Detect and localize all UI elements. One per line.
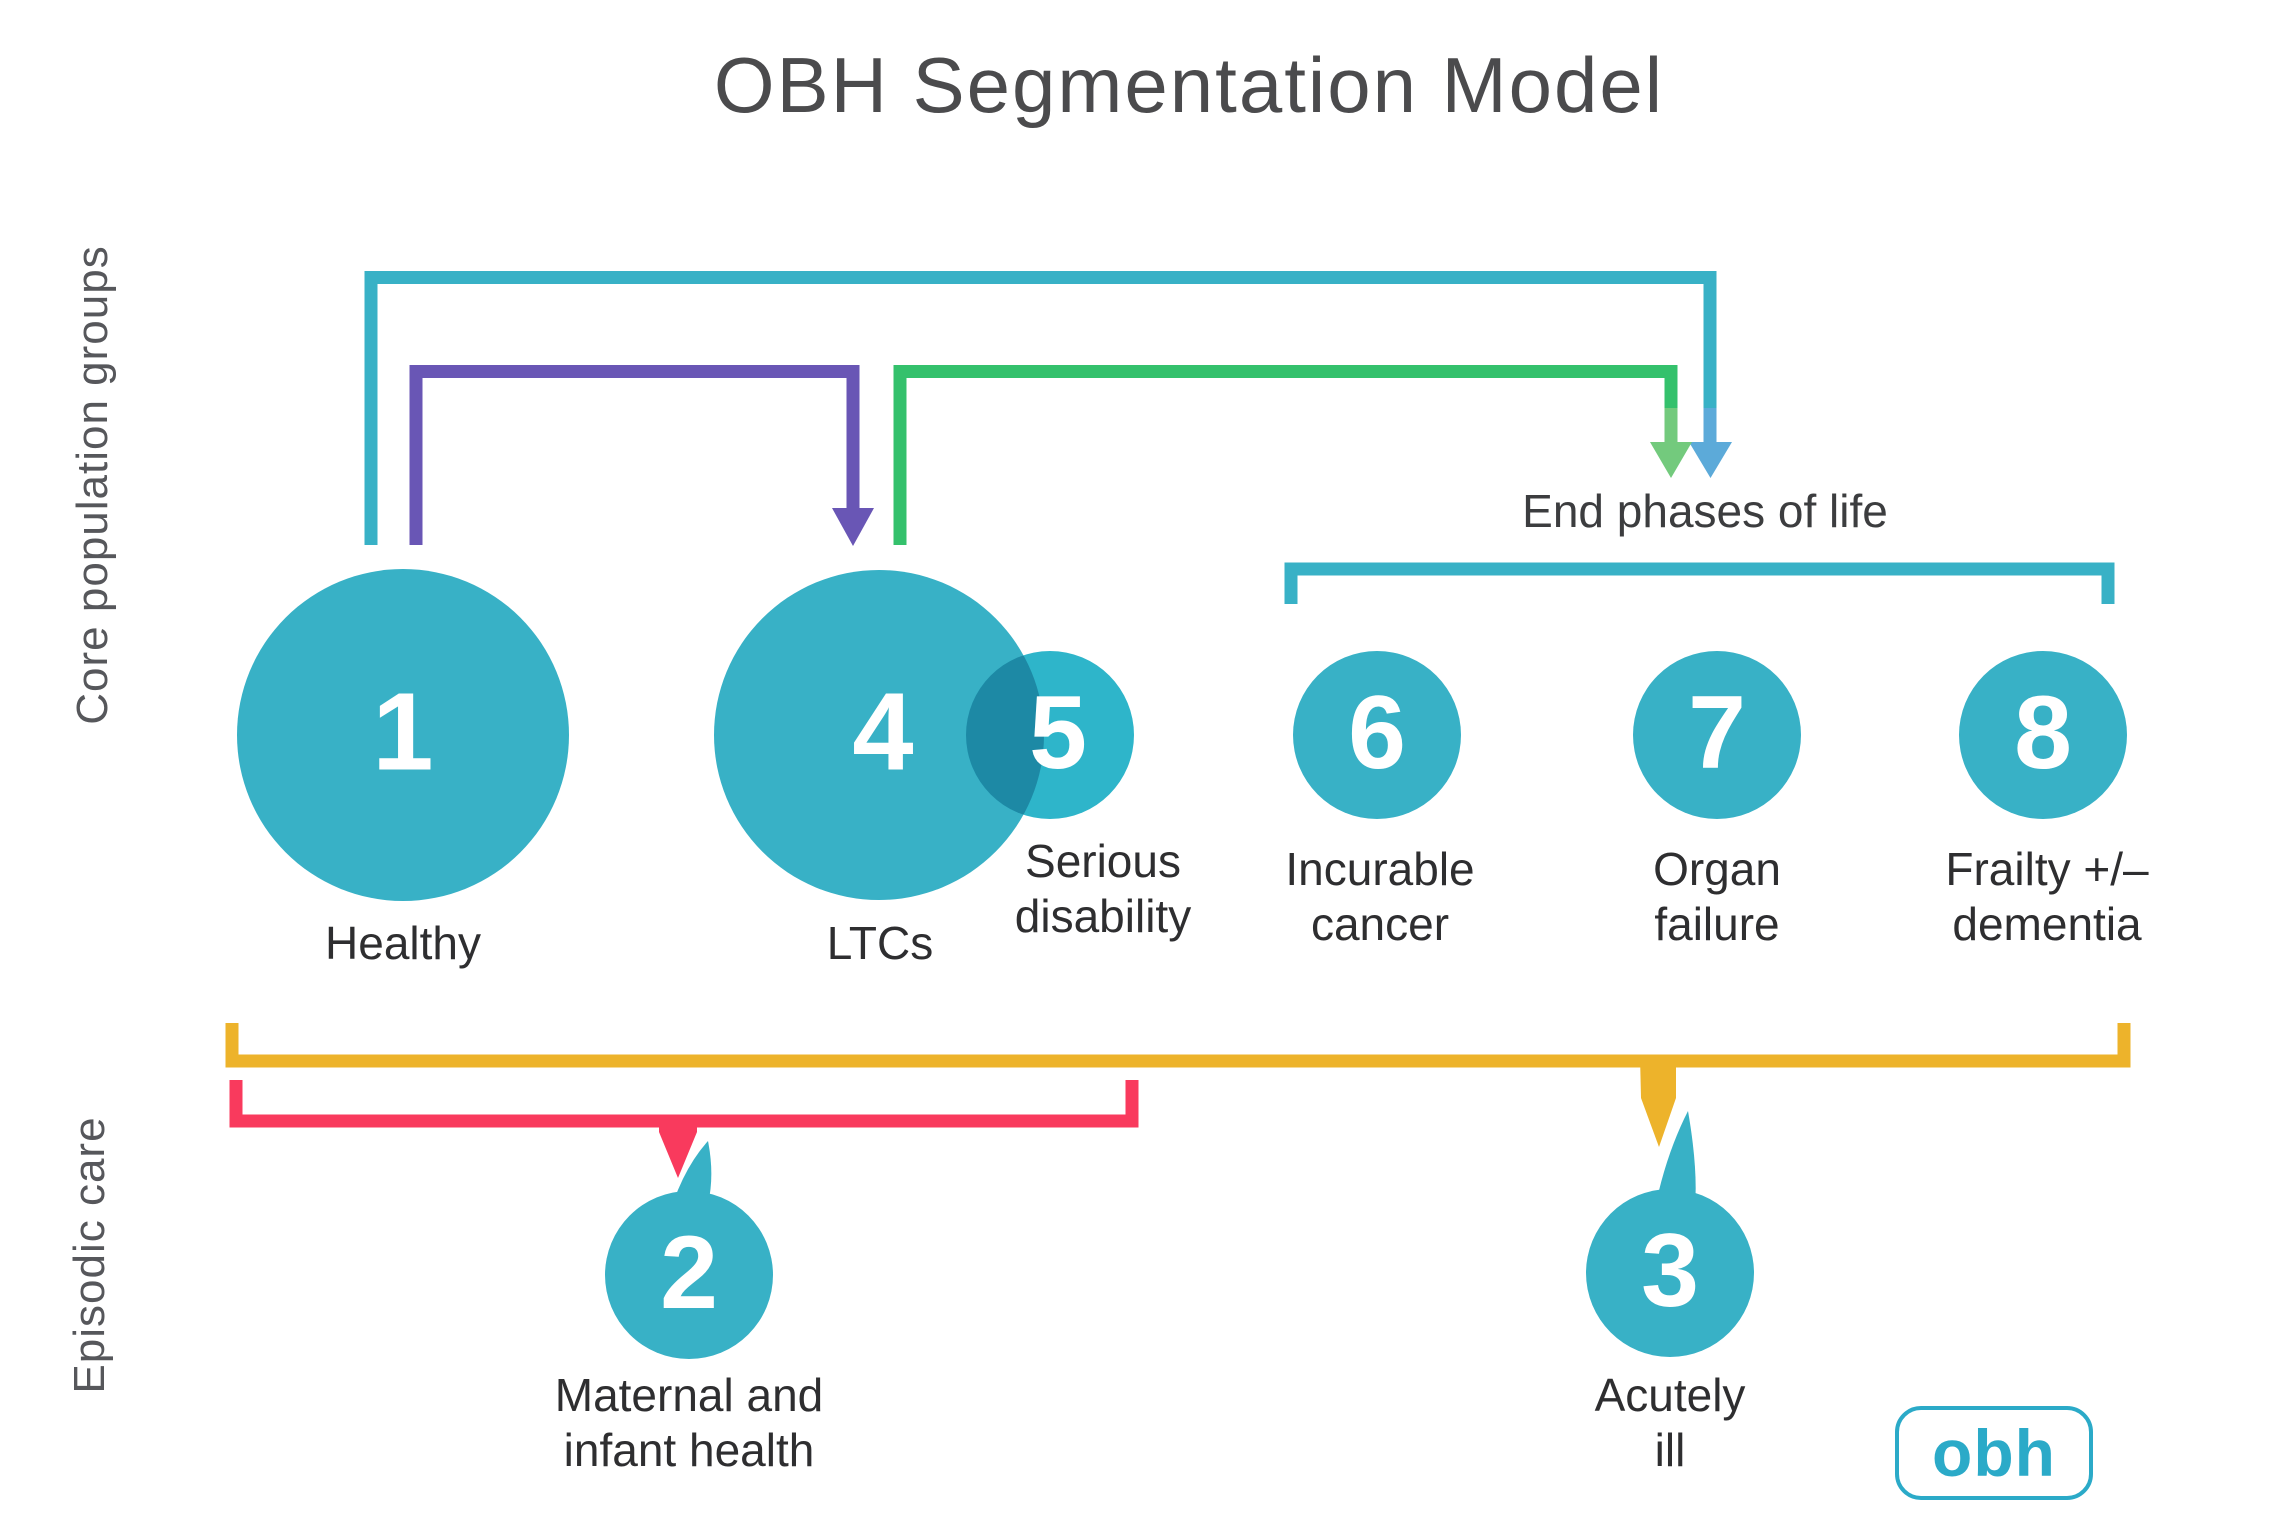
label-maternal-infant: Maternal and infant health — [554, 1369, 824, 1477]
green-flow-connector — [893, 365, 1692, 545]
purple-connector-line — [409, 365, 860, 545]
purple-arrowhead-icon — [832, 508, 874, 546]
label-organ-failure: Organ failure — [1653, 843, 1781, 951]
obh-logo-text: obh — [1932, 1416, 2056, 1490]
yellow-episodic-bracket — [225, 1023, 2131, 1147]
page-title: OBH Segmentation Model — [713, 41, 1665, 129]
axis-label-episodic-care: Episodic care — [65, 1116, 114, 1394]
end-phases-bracket — [1284, 562, 2115, 604]
green-connector-line — [893, 365, 1678, 545]
circle-incurable-cancer — [1293, 651, 1461, 819]
obh-logo: obh — [1895, 1406, 2093, 1500]
label-frailty-dementia: Frailty +/– dementia — [1945, 843, 2149, 951]
circle-number-4: 4 — [852, 670, 914, 794]
axis-label-core-population-groups: Core population groups — [68, 245, 117, 725]
label-healthy: Healthy — [325, 917, 481, 969]
label-incurable-cancer: Incurable cancer — [1285, 843, 1475, 951]
circle-number-3: 3 — [1641, 1212, 1699, 1329]
circle-number-2: 2 — [660, 1214, 718, 1331]
teal-arrowhead-icon — [1689, 442, 1732, 478]
circle-overlap-lens — [966, 651, 1044, 819]
teal-connector-line — [364, 271, 1717, 545]
circle-healthy — [237, 569, 569, 901]
label-serious-disability: Serious disability — [1014, 835, 1192, 943]
yellow-arrow-icon — [1640, 1056, 1676, 1147]
pink-arrow-icon — [659, 1116, 697, 1178]
circle-number-7: 7 — [1688, 674, 1746, 791]
yellow-bracket-line — [225, 1023, 2131, 1068]
circle-ltcs — [714, 570, 1044, 900]
circle-number-8: 8 — [2014, 674, 2072, 791]
pink-bracket-line — [229, 1080, 1139, 1128]
purple-flow-connector — [409, 365, 874, 546]
circle-number-6: 6 — [1348, 674, 1406, 791]
circle-maternal-infant — [605, 1141, 773, 1359]
circle-frailty-dementia — [1959, 651, 2127, 819]
circle-organ-failure — [1633, 651, 1801, 819]
circle-number-1: 1 — [372, 670, 434, 794]
circle-acutely-ill — [1586, 1111, 1754, 1357]
label-ltcs: LTCs — [826, 917, 934, 969]
green-arrowhead-icon — [1650, 442, 1692, 478]
label-acutely-ill: Acutely ill — [1594, 1369, 1746, 1477]
pink-episodic-bracket — [229, 1080, 1139, 1178]
circle-number-5: 5 — [1029, 674, 1087, 791]
teal-flow-connector — [364, 271, 1732, 545]
end-phases-label: End phases of life — [1522, 485, 1888, 537]
